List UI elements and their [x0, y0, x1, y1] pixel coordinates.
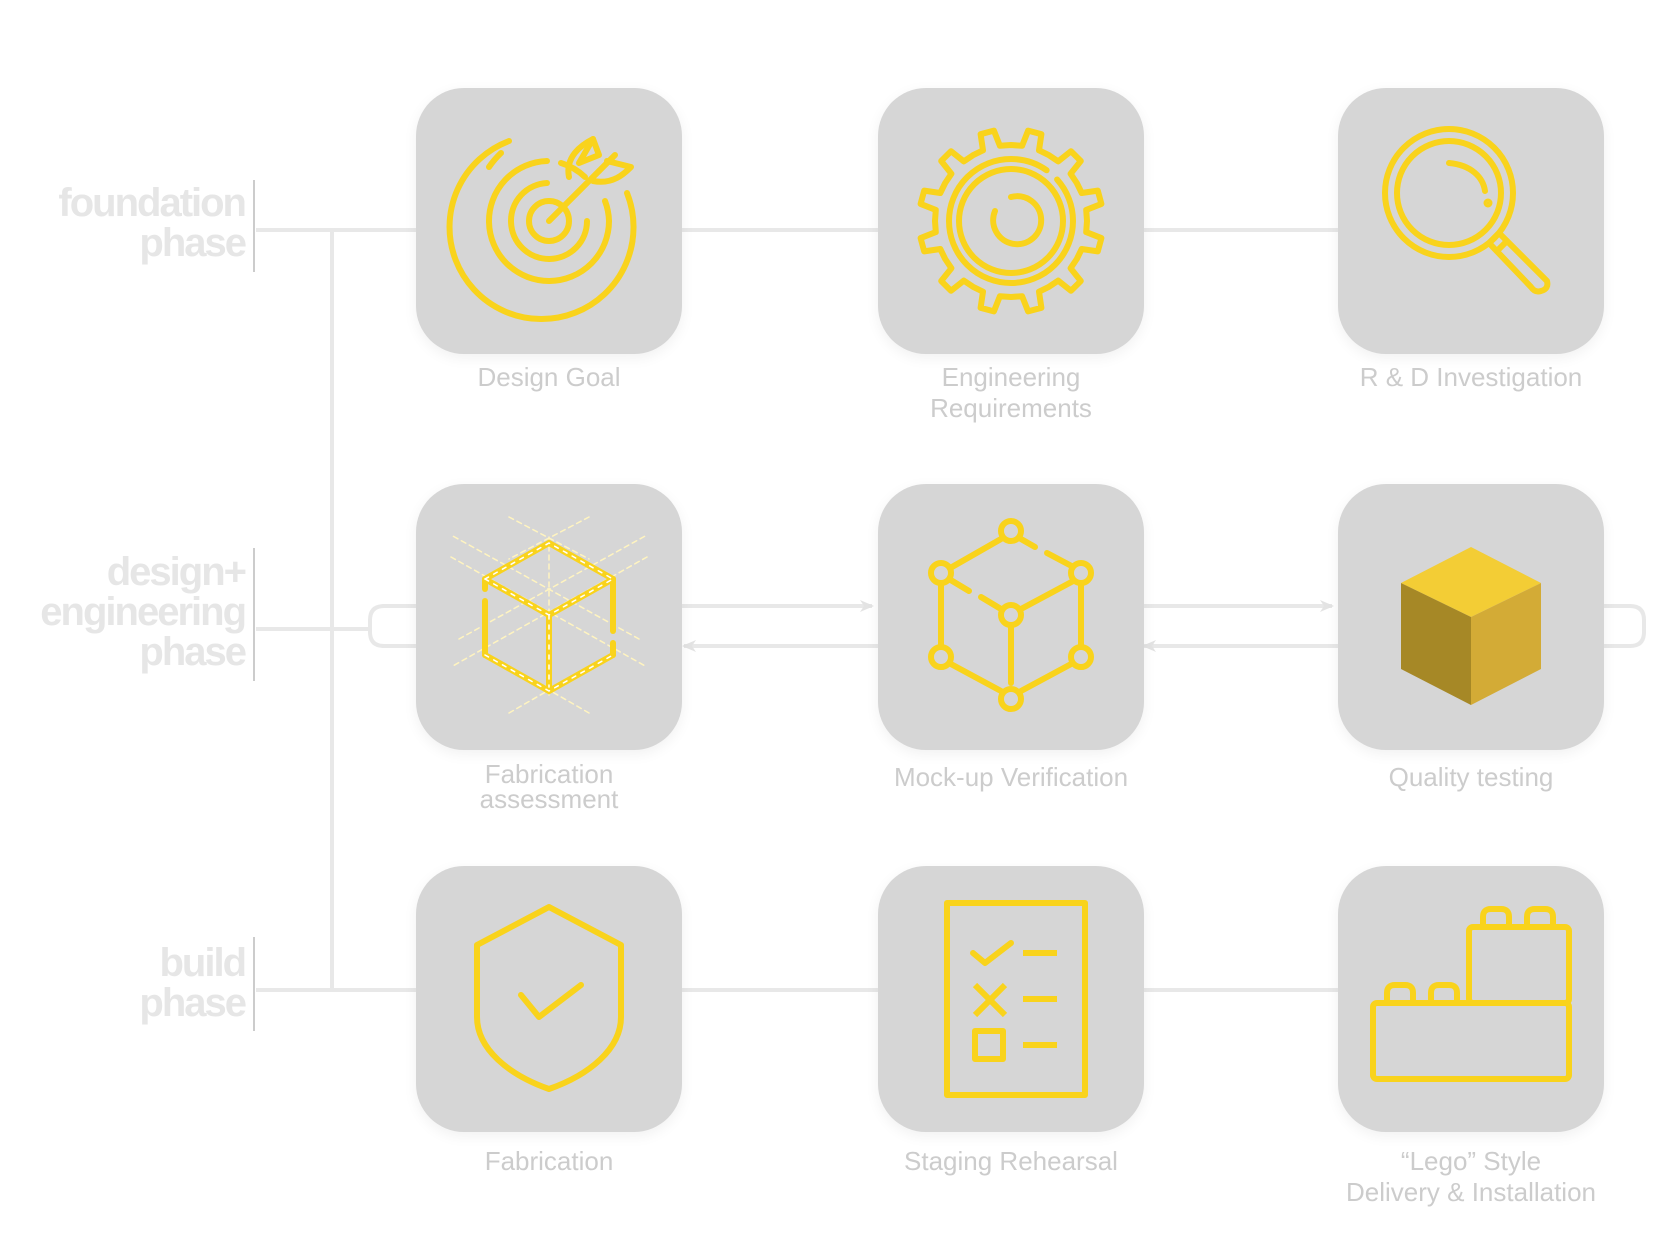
step-card-fabrication-assessment[interactable] — [416, 484, 682, 750]
phase-label-line: phase — [139, 981, 247, 1025]
step-label-rd-investigation: R & D Investigation — [1311, 362, 1631, 393]
checklist-icon — [944, 900, 1088, 1098]
label-line: Engineering — [941, 362, 1081, 392]
step-card-rd-investigation[interactable] — [1338, 88, 1604, 354]
step-card-fabrication[interactable] — [416, 866, 682, 1132]
wireframe-cube-icon — [450, 516, 648, 714]
phase-label-build: build phase — [139, 941, 247, 1025]
label-line: “Lego” Style — [1400, 1146, 1542, 1176]
phase-divider-build — [253, 937, 255, 1031]
label-line: Quality testing — [1388, 762, 1554, 792]
flow-loop-right — [1600, 604, 1646, 648]
phase-label-design-engineering: design+ engineering phase — [40, 550, 247, 674]
label-line: Mock-up Verification — [893, 762, 1129, 792]
phase-label-line: design+ — [106, 550, 247, 594]
label-line: assessment — [479, 784, 619, 814]
step-label-mockup-verification: Mock-up Verification — [851, 762, 1171, 793]
solid-cube-icon — [1401, 547, 1541, 705]
step-label-fabrication: Fabrication — [389, 1146, 709, 1177]
target-arrow-icon — [446, 136, 637, 323]
step-label-staging-rehearsal: Staging Rehearsal — [851, 1146, 1171, 1177]
step-label-design-goal: Design Goal — [389, 362, 709, 393]
step-label-quality-testing: Quality testing — [1311, 762, 1631, 793]
label-line: R & D Investigation — [1359, 362, 1583, 392]
flow-loop-left — [368, 604, 416, 648]
phase-label-line: build — [159, 941, 247, 985]
step-card-quality-testing[interactable] — [1338, 484, 1604, 750]
step-card-lego-delivery[interactable] — [1338, 866, 1604, 1132]
step-card-engineering-requirements[interactable] — [878, 88, 1144, 354]
label-line: Staging Rehearsal — [904, 1146, 1118, 1176]
step-card-mockup-verification[interactable] — [878, 484, 1144, 750]
label-line: Design Goal — [477, 362, 621, 392]
gear-icon — [917, 127, 1105, 315]
node-cube-icon — [928, 518, 1094, 712]
phase-divider-foundation — [253, 180, 255, 272]
phase-divider-design-engineering — [253, 548, 255, 681]
step-card-staging-rehearsal[interactable] — [878, 866, 1144, 1132]
lego-bricks-icon — [1370, 906, 1572, 1082]
step-card-design-goal[interactable] — [416, 88, 682, 354]
step-label-engineering-requirements: Engineering Requirements — [851, 362, 1171, 424]
magnifying-glass-icon — [1382, 126, 1551, 295]
step-label-lego-delivery: “Lego” Style Delivery & Installation — [1311, 1146, 1631, 1208]
label-line: Delivery & Installation — [1346, 1177, 1596, 1207]
gear-teeth-outline — [917, 127, 1105, 315]
phase-label-foundation: foundation phase — [58, 181, 247, 265]
phase-label-line: foundation — [58, 181, 247, 225]
label-line: Fabrication — [484, 1146, 614, 1176]
label-line: Requirements — [930, 393, 1092, 423]
step-label-fabrication-assessment: Fabrication assessment — [389, 759, 709, 814]
phase-label-line: phase — [139, 221, 247, 265]
shield-check-icon — [474, 904, 624, 1092]
label-line: Fabrication — [484, 759, 614, 789]
phase-label-line: phase — [139, 630, 247, 674]
phase-label-line: engineering — [40, 590, 247, 634]
